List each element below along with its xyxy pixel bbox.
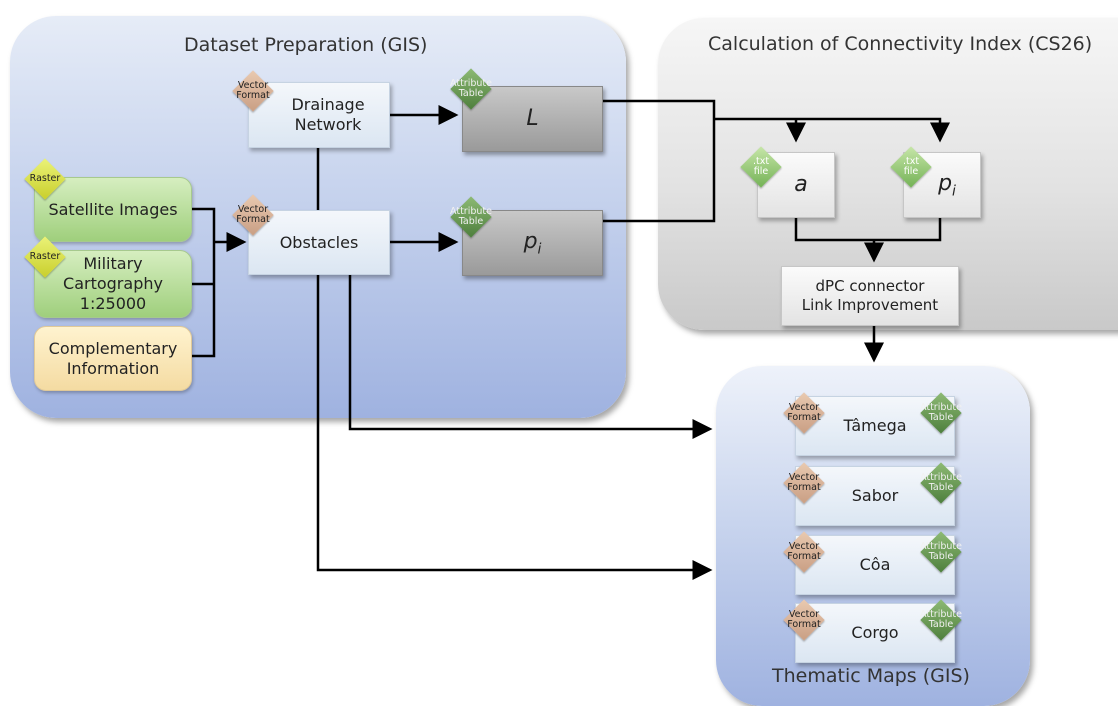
pi-label: pi [523, 228, 542, 257]
connector-ci-bus [714, 117, 950, 143]
military-cartography-box: Military Cartography 1:25000 [34, 250, 192, 318]
raster-tag-military: Raster [24, 236, 66, 278]
map-label-coa: Côa [859, 555, 891, 574]
satellite-images-box: Satellite Images [34, 177, 192, 242]
dpc-line1: dPC connector [815, 277, 925, 296]
complementary-line2: Information [66, 358, 160, 378]
l-box: L [462, 86, 603, 152]
military-line1: Military [83, 254, 143, 273]
connector-satellite [192, 207, 216, 358]
drainage-line1: Drainage [291, 95, 365, 114]
connectivity-index-title: Calculation of Connectivity Index (CS26) [708, 33, 1093, 55]
map-label-sabor: Sabor [851, 486, 899, 505]
map-box-corgo: Corgo [795, 603, 955, 663]
complementary-information-box: Complementary Information [34, 326, 192, 391]
map-label-corgo: Corgo [851, 623, 899, 642]
a-label: a [794, 172, 808, 198]
drainage-line2: Network [294, 115, 362, 134]
connector-a-pi-dpc [794, 218, 942, 242]
l-label: L [526, 106, 539, 132]
connector-obstacles-coa [316, 275, 713, 580]
military-line3: 1:25000 [79, 294, 147, 313]
pi-ci-label: pi [938, 170, 956, 199]
connector-l-ci [603, 99, 716, 223]
dpc-line2: Link Improvement [801, 296, 939, 314]
dpc-connector-box: dPC connector Link Improvement [781, 266, 959, 326]
thematic-maps-title: Thematic Maps (GIS) [772, 665, 970, 687]
obstacles-box: Obstacles [248, 210, 390, 275]
dataset-preparation-title: Dataset Preparation (GIS) [184, 34, 428, 56]
raster-tag-satellite: Raster [24, 158, 66, 200]
complementary-line1: Complementary [48, 338, 178, 358]
satellite-images-label: Satellite Images [48, 199, 178, 219]
map-label-tamega: Tâmega [843, 416, 907, 435]
connector-obstacles-tamega [348, 275, 713, 439]
military-line2: Cartography [63, 274, 163, 293]
obstacles-label: Obstacles [279, 232, 359, 252]
